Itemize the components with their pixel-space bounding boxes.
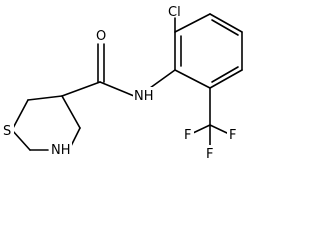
bond-c4-c5	[61, 95, 81, 129]
atom-labels: S NH O NH Cl F F F	[2, 5, 239, 162]
atom-fluorine-3: F	[206, 147, 213, 162]
atom-chlorine: Cl	[168, 5, 181, 20]
bond-s-c2	[11, 99, 29, 131]
bond-c2-c4	[27, 95, 63, 101]
bond-ar-3b	[211, 19, 239, 36]
atom-sulfur: S	[3, 124, 11, 139]
bond-cf3-f2	[209, 124, 228, 134]
bond-ar-2	[174, 13, 211, 33]
atom-fluorine-1: F	[184, 128, 191, 143]
atom-fluorine-2: F	[229, 128, 236, 143]
chemical-structure: S NH O NH Cl F F F	[2, 5, 243, 162]
bond-ring-carbonyl	[61, 81, 101, 97]
bond-carbonyl-n	[99, 81, 135, 97]
bond-n-aryl	[149, 69, 176, 89]
bonds	[11, 13, 243, 151]
bond-cf3-f1	[192, 124, 211, 134]
bond-c1-s	[11, 129, 31, 151]
bond-ar-3	[209, 13, 243, 33]
atom-amide-nh: NH	[134, 89, 154, 104]
atom-carbonyl-oxygen: O	[96, 29, 106, 44]
bond-ar-5	[209, 69, 243, 89]
bond-ar-6	[174, 69, 211, 89]
bond-ar-5b	[211, 66, 239, 83]
atom-ring-nh: NH	[51, 143, 71, 158]
